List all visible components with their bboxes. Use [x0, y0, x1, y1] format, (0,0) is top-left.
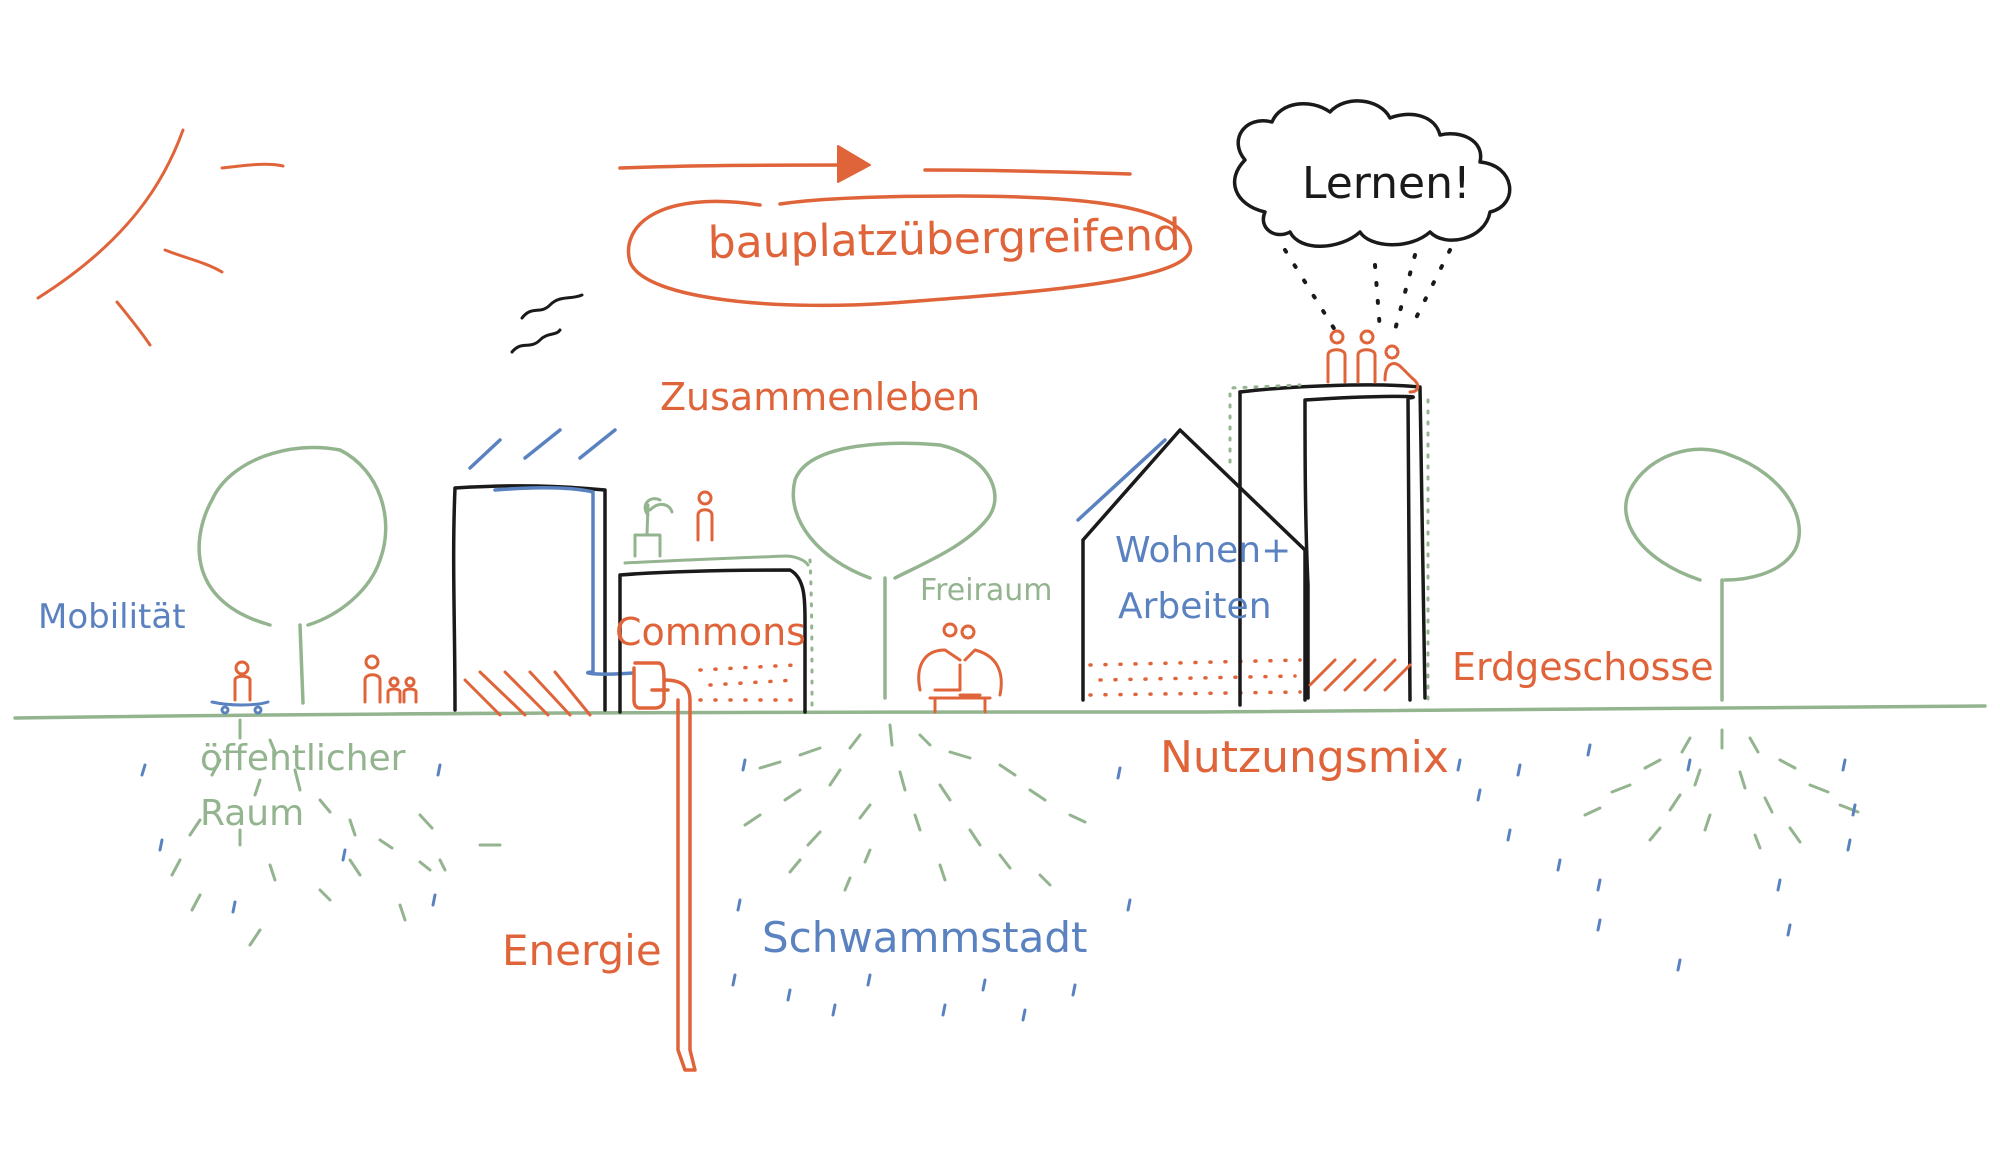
roots-middle: [743, 723, 1087, 892]
label-oeffentlicher: öffentlicher: [200, 738, 406, 779]
label-arbeiten: Arbeiten: [1118, 586, 1272, 627]
nutzungsmix-dots: [1088, 658, 1302, 697]
arrow-head-icon: [837, 145, 871, 183]
roots-right: [1583, 728, 1860, 850]
bauplatz-oval: [626, 194, 1192, 308]
label-mobilitaet: Mobilität: [38, 597, 186, 637]
tree-icon-2: [791, 441, 997, 700]
roof-people-icon: [1326, 329, 1420, 394]
freiraum-people-icon: [917, 622, 1003, 714]
tree-icon-1: [197, 445, 388, 705]
hatch-ground-floor-1: [463, 670, 592, 717]
label-zusammenleben: Zusammenleben: [660, 375, 980, 419]
label-schwammstadt: Schwammstadt: [762, 913, 1088, 962]
label-erdgeschosse: Erdgeschosse: [1452, 645, 1714, 689]
label-commons: Commons: [615, 610, 806, 654]
family-icon: [363, 654, 418, 704]
cloud-icon: [1233, 99, 1512, 248]
building-1: [451, 428, 635, 717]
hatch-ground-floor-4: [1308, 658, 1412, 692]
plant-icon: [633, 497, 674, 558]
building-4: [1228, 329, 1430, 707]
sun-icon: [36, 128, 285, 347]
label-energie: Energie: [502, 926, 662, 975]
label-raum: Raum: [200, 793, 304, 834]
label-wohnen: Wohnen+: [1115, 530, 1291, 571]
building-3: [1076, 428, 1307, 702]
bauplatz-arrow-icon: [618, 163, 1132, 176]
ground-line: [13, 704, 1987, 720]
tree-icon-3: [1624, 447, 1801, 702]
person-icon-roof: [696, 490, 714, 542]
sponge-dots: [140, 743, 1857, 1022]
skateboarder-icon: [210, 660, 270, 715]
energy-pipe: [632, 661, 697, 1072]
label-nutzungsmix: Nutzungsmix: [1160, 732, 1449, 783]
label-lernen: Lernen!: [1302, 158, 1471, 209]
solar-panels-icon: [468, 428, 617, 470]
commons-dots: [698, 663, 797, 702]
birds-icon: [510, 293, 584, 354]
label-bauplatzuebergreifend: bauplatzübergreifend: [707, 210, 1181, 269]
building-2: [618, 490, 814, 714]
cloud-rays: [1283, 248, 1452, 332]
roots-left: [170, 718, 502, 947]
label-freiraum: Freiraum: [920, 573, 1053, 608]
